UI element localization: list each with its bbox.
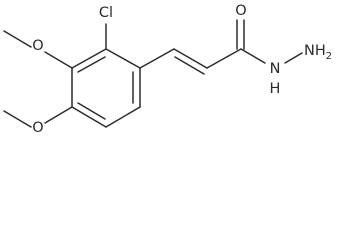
bond-ring-methoxy-oxygen-upper	[44, 51, 73, 69]
ring-bond-c1-c2	[105, 48, 141, 69]
ring-double-bond-c4-c5	[77, 102, 106, 120]
bond-vinyl-carbonyl	[206, 48, 242, 69]
hydrazide-nitrogen-label: N	[270, 61, 281, 77]
terminal-nitrogen-symbol: N	[304, 43, 315, 59]
terminal-hydrogen-subscript: 2	[326, 51, 332, 62]
ring-double-bond-c2-c3	[77, 56, 106, 73]
bond-carbonyl-nitrogen	[240, 48, 266, 64]
hydrazide-hydrogen-label: H	[270, 81, 281, 97]
terminal-hydrogen-symbol: H	[315, 43, 326, 59]
ring-bond-c2-c3	[71, 48, 107, 69]
carbonyl-oxygen-label: O	[235, 3, 246, 19]
bond-methoxy-methyl-lower	[3, 110, 32, 128]
ring-bond-c5-c6	[105, 106, 141, 128]
ring-bond-c4-c5	[71, 106, 107, 128]
methoxy-oxygen-lower-label: O	[32, 120, 43, 136]
chlorine-label: Cl	[99, 5, 113, 21]
bond-vinyl-double-outer	[173, 48, 208, 69]
bond-vinyl-double-inner	[174, 56, 205, 75]
chemical-structure-diagram: Cl O O O N H NH2	[3, 3, 332, 136]
bond-nitrogen-nitrogen	[284, 52, 303, 64]
bond-ring-vinyl	[139, 48, 175, 69]
benzene-ring	[71, 48, 141, 128]
terminal-nitrogen-label: NH2	[304, 43, 332, 62]
methoxy-oxygen-upper-label: O	[32, 38, 43, 54]
bond-ring-methoxy-oxygen-lower	[44, 106, 73, 124]
bond-methoxy-methyl-upper	[3, 30, 32, 48]
